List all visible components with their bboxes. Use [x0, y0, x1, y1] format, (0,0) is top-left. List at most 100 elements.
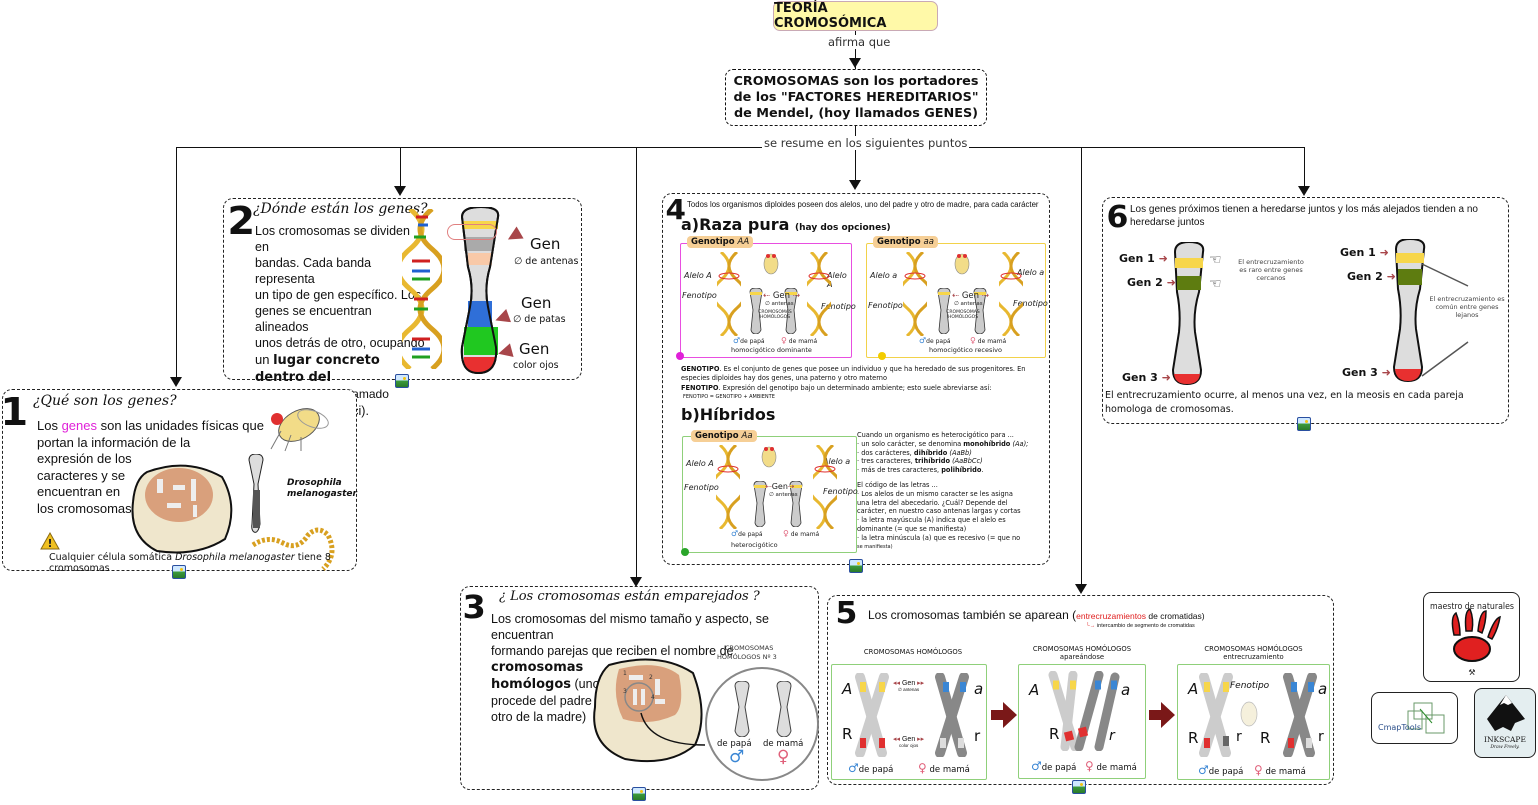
dna-icon: [716, 445, 740, 529]
term: FENOTIPO: [681, 384, 719, 392]
color-dot: [878, 352, 886, 360]
text-line: El entrecruzamiento ocurre, al menos una…: [1105, 390, 1464, 401]
highlight-crossing: entrecruzamientos: [1076, 611, 1147, 621]
gene-label: Gen: [521, 294, 552, 312]
allele-label: r: [1109, 728, 1115, 744]
male-icon: ♂: [729, 747, 745, 767]
phenotype-label: Fenotipo: [823, 487, 858, 496]
species-name: melanogaster: [287, 489, 357, 499]
text-fragment: Los: [37, 418, 62, 433]
gene-label: ⇠ Gen ⇢: [952, 291, 989, 301]
gene-text: Gen: [772, 291, 791, 301]
card-intro: Los genes próximos tienen a heredarse ju…: [1130, 203, 1478, 229]
image-attachment-icon[interactable]: [395, 374, 409, 388]
card-what-are-genes[interactable]: 1 ¿Qué son los genes? Los genes son las …: [0, 389, 357, 574]
image-attachment-icon[interactable]: [1072, 780, 1086, 794]
card-number: 3: [462, 588, 486, 626]
card-footer: El entrecruzamiento ocurre, al menos una…: [1105, 389, 1464, 417]
gene-label: Gen 3 ➜: [1342, 366, 1391, 379]
dna-icon: [807, 252, 831, 336]
image-attachment-icon[interactable]: [849, 559, 863, 573]
text-line: homologa de cromosomas.: [1105, 404, 1234, 415]
footnote: └→ intercambio de segmento de cromatidas: [1086, 623, 1195, 629]
card-body: Los cromosomas del mismo tamaño y aspect…: [491, 611, 818, 725]
image-attachment-icon[interactable]: [632, 787, 646, 801]
inkscape-logo[interactable]: INKSCAPE Draw Freely.: [1474, 688, 1536, 758]
father-label: ♂de papá: [733, 336, 765, 345]
card-gene-linkage[interactable]: 6 Los genes próximos tienen a heredarse …: [1102, 197, 1509, 424]
father-label: ♂de papá: [919, 336, 951, 345]
color-dot: [676, 352, 684, 360]
connector-to-card6: [1304, 147, 1305, 187]
father-text: de papá: [738, 531, 763, 538]
connector-to-card1: [176, 147, 177, 379]
allele-label: Alelo A: [686, 459, 714, 468]
gene-text: Gen 3: [1122, 371, 1158, 384]
panel-title: CROMOSOMAS HOMÓLOGOS apareándose: [1018, 645, 1146, 661]
homologs-panel: A a R r R r Fenotipo ♂de papá ♀ de mamá: [1177, 664, 1330, 780]
main-concept-node[interactable]: CROMOSOMAS son los portadores de los "FA…: [725, 69, 987, 126]
chromosome-icon: [973, 288, 987, 334]
father-label: ♂de papá: [1031, 759, 1077, 773]
image-attachment-icon[interactable]: [172, 565, 186, 579]
mother-text: de mamá: [788, 338, 818, 345]
text-line: · la letra mayúscula (A) indica que el a…: [857, 516, 1006, 525]
gene-label: ⇠ Gen ⇢: [763, 291, 800, 301]
text-line: un tipo de gen específico. Los: [255, 288, 422, 302]
card-crossing-over[interactable]: 5 Los cromosomas también se aparean (ent…: [827, 595, 1334, 785]
image-attachment-icon[interactable]: [1297, 417, 1311, 431]
homologs-panel: A a R r ◂◂ Gen ▸▸∅ antenas ◂◂ Gen ▸▸colo…: [831, 664, 987, 780]
concept-line: de los "FACTORES HEREDITARIOS": [733, 90, 979, 105]
arrow-to-card6: [1298, 186, 1310, 196]
gene-arrow-icon: [504, 226, 524, 246]
dna-strand-illustration: [251, 527, 335, 571]
allele-label: Alelo a: [823, 457, 851, 466]
title-line: CROMOSOMAS HOMÓLOGOS: [1204, 645, 1303, 653]
gene-text: Gen: [961, 291, 980, 301]
text-line: · más de tres caracteres, polihíbrido.: [857, 466, 1052, 475]
card-title: ¿Qué son los genes?: [33, 393, 177, 409]
genotype-label: Genotipo: [691, 237, 735, 247]
step-arrow-icon: [991, 702, 1017, 728]
text-line: portan la información de la: [37, 434, 191, 450]
father-text: de papá: [740, 338, 765, 345]
dna-icon: [999, 252, 1023, 336]
svg-text:2: 2: [649, 674, 653, 681]
chromosome-illustration: [248, 454, 264, 533]
gene-text: Gen 1: [1340, 246, 1376, 259]
panel-title: CROMOSOMAS HOMÓLOGOS entrecruzamiento: [1177, 645, 1330, 661]
svg-text:!: !: [47, 537, 52, 550]
fly-icon: [1240, 701, 1258, 727]
text-fragment: Cualquier célula somática: [49, 552, 176, 563]
svg-text:4: 4: [651, 694, 655, 701]
formula: FENOTIPO = GENOTIPO + AMBIENTE: [683, 394, 775, 400]
text-line: · tres caracteres, trihíbrido (AaBbCc): [857, 457, 1052, 466]
dna-illustration: [402, 209, 442, 369]
mother-text: de mamá: [1265, 767, 1306, 777]
genotype-definition: GENOTIPO. Es el conjunto de genes que po…: [681, 365, 1047, 383]
root-concept-node[interactable]: TEORÍA CROMOSÓMICA: [773, 1, 938, 31]
species-genus: Drosophila: [287, 478, 342, 488]
card-genotype-phenotype[interactable]: 4 Todos los organismos diploides poseen …: [662, 193, 1050, 565]
mother-label: ♀ de mamá: [783, 529, 820, 538]
link-label-affirms: afirma que: [826, 35, 893, 49]
maestro-naturales-logo[interactable]: maestro de naturales ⚒: [1423, 592, 1520, 682]
chromosome-icon: [937, 288, 951, 334]
allele-label: Alelo A: [684, 271, 712, 280]
note-line: cercanos: [1256, 274, 1286, 282]
cmaptools-logo[interactable]: CmapTools: [1371, 692, 1458, 744]
text-fragment: tiene 8 cromosomas: [49, 552, 331, 574]
text-line: se manifiesta): [857, 543, 893, 550]
card-number: 5: [835, 596, 858, 631]
text-line: bandas. Cada banda representa: [255, 256, 372, 286]
card-where-are-genes[interactable]: 2 ¿Dónde están los genes? Los cromosomas…: [223, 198, 582, 418]
allele-label: Alelo a: [1017, 268, 1045, 277]
card-title: ¿ Los cromosomas están emparejados ?: [499, 589, 760, 604]
step-arrow-icon: [1149, 702, 1175, 728]
card-number: 2: [227, 199, 256, 243]
text-line: HOMÓLOGOS Nº 3: [717, 653, 777, 661]
card-homologous-chromosomes[interactable]: 3 ¿ Los cromosomas están emparejados ? L…: [460, 586, 819, 790]
svg-text:⚒: ⚒: [1468, 668, 1475, 677]
note-line: común entre genes: [1435, 303, 1499, 311]
